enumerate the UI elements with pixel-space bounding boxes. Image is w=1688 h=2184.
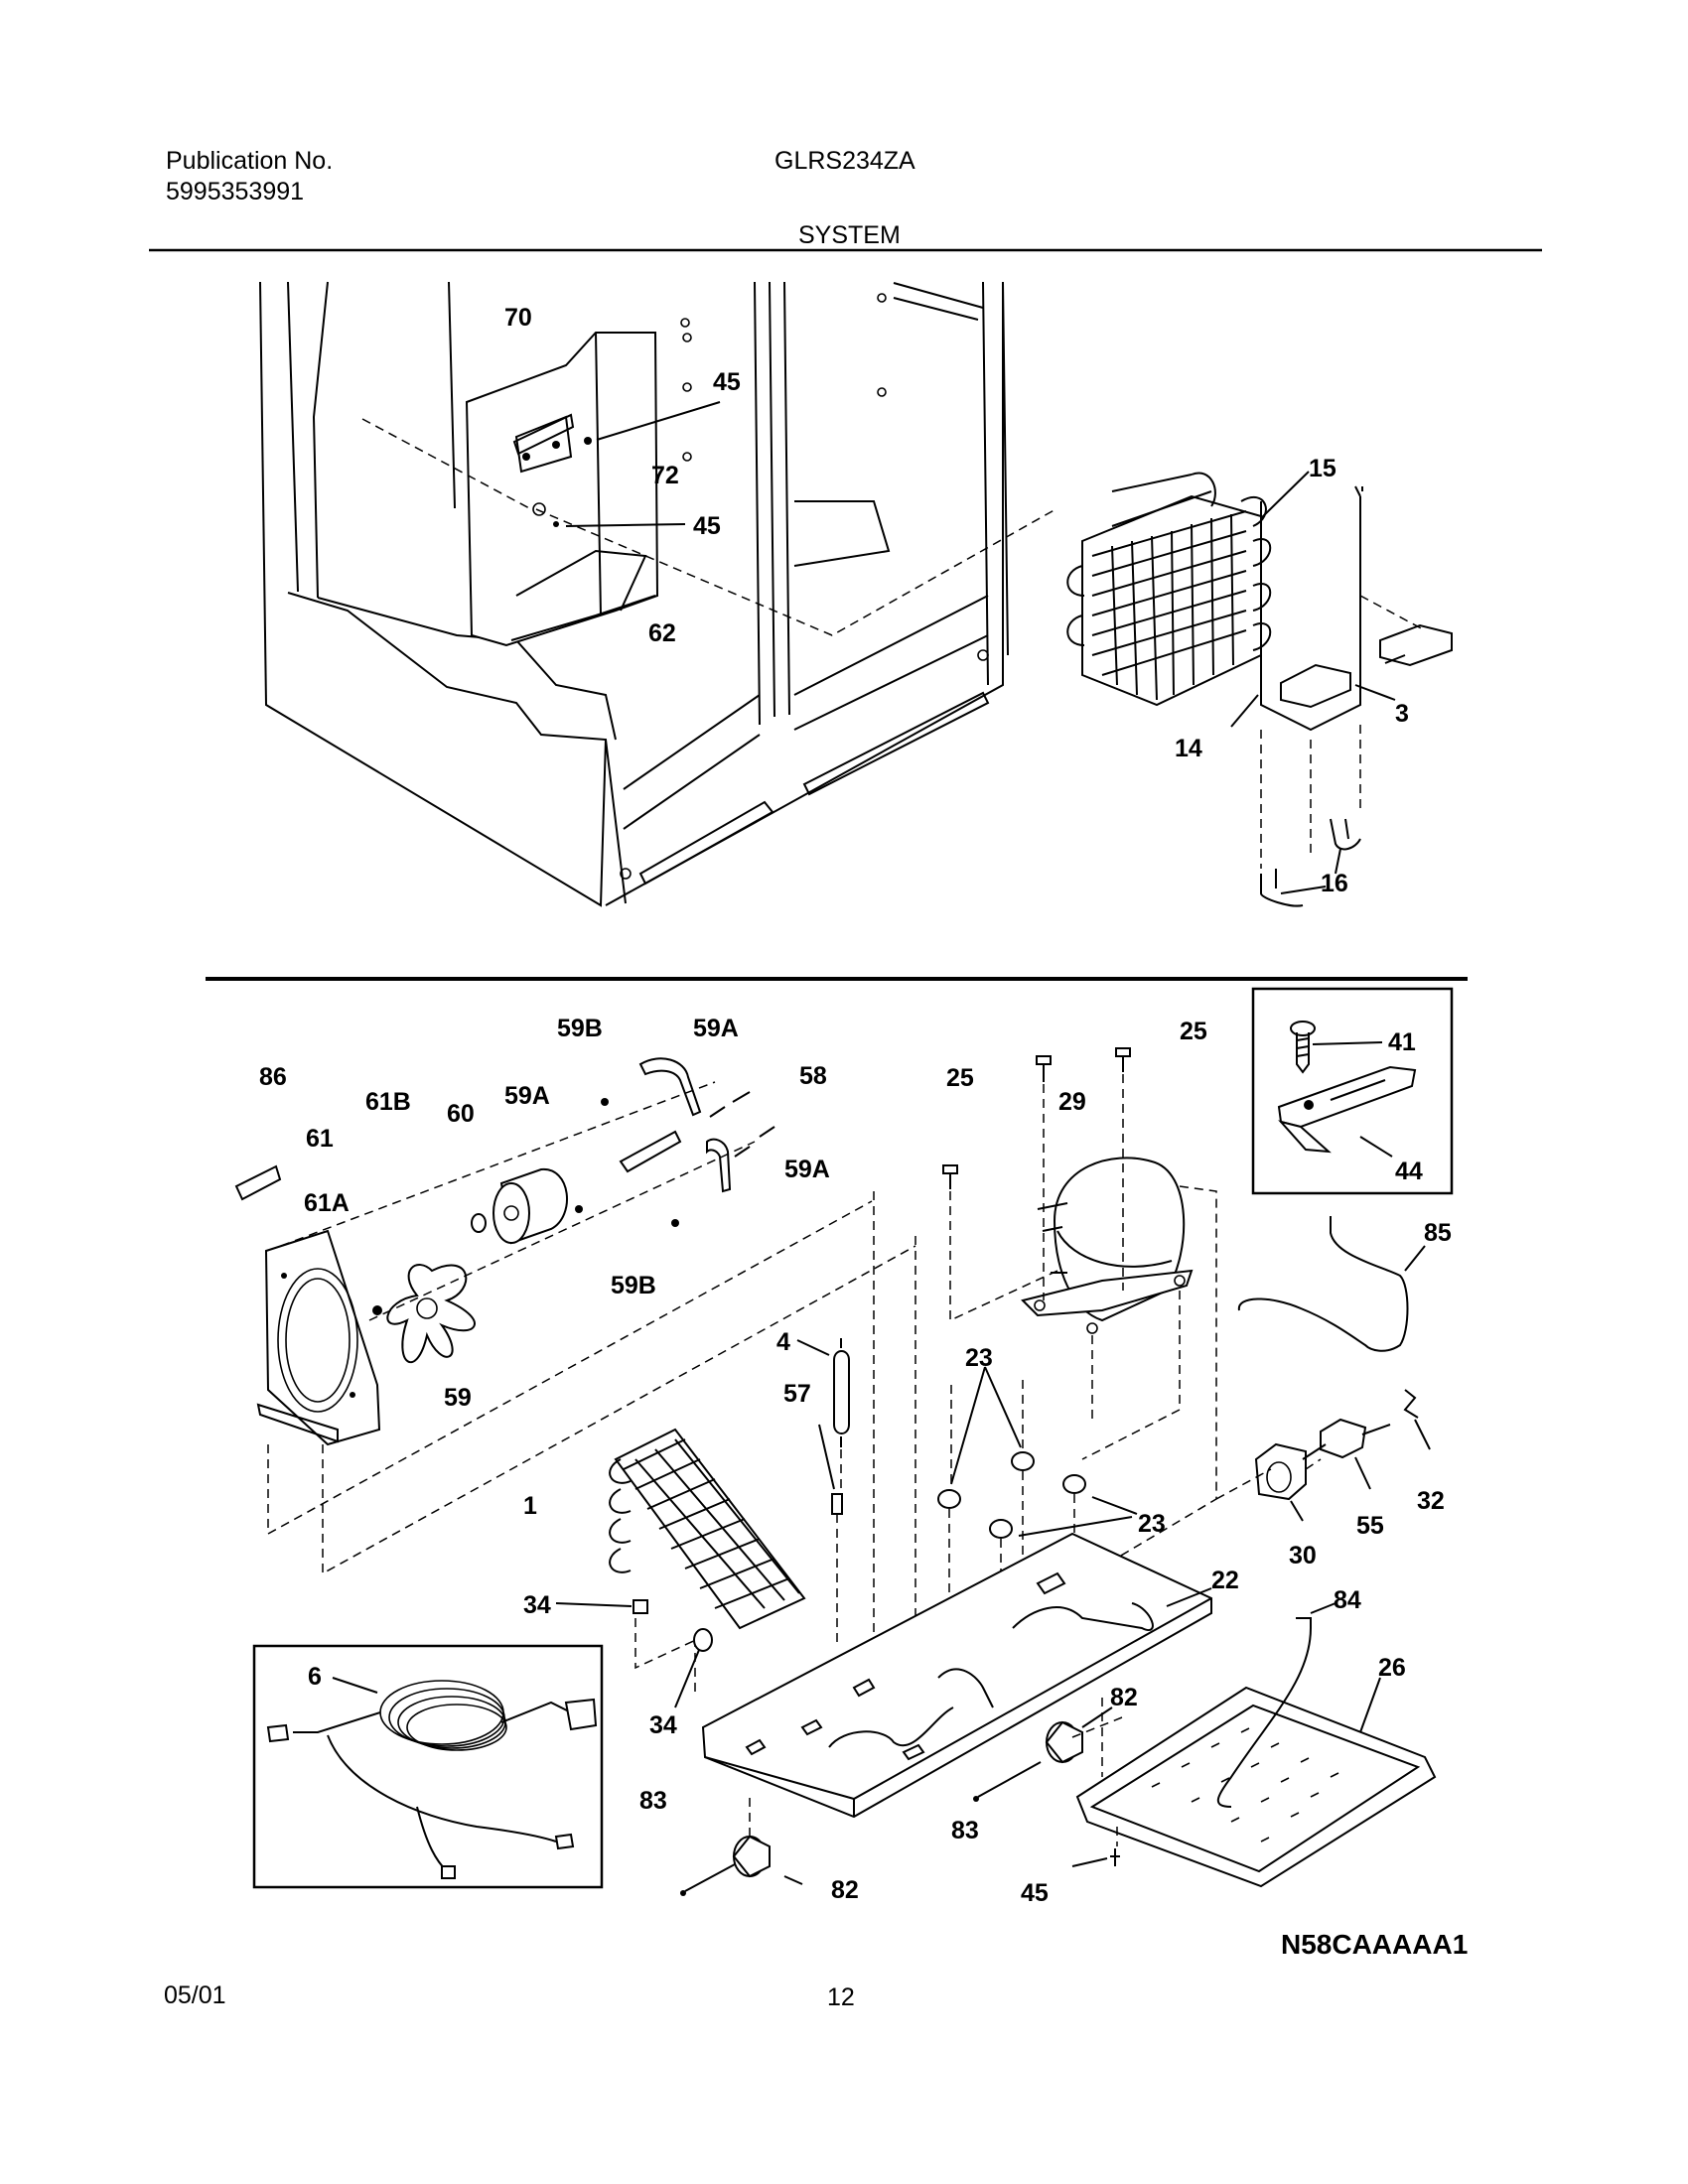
fan-blade-part-61 [386, 1264, 476, 1364]
base-pan-part-22 [701, 1532, 1212, 1819]
bracket-part-70 [512, 413, 592, 527]
callout-22: 22 [1211, 1567, 1239, 1594]
callout-30: 30 [1289, 1542, 1317, 1570]
diagram-code: N58CAAAAA1 [1281, 1929, 1468, 1960]
drain-tube-part-84 [1216, 1617, 1312, 1808]
footer-date: 05/01 [164, 1981, 226, 2009]
callout-82-left: 82 [831, 1876, 859, 1904]
callout-23-bottom: 23 [1138, 1510, 1166, 1538]
callout-4: 4 [776, 1328, 790, 1356]
callout-61: 61 [306, 1125, 334, 1153]
callout-14: 14 [1175, 735, 1202, 762]
motor-bracket-part-59a [619, 1057, 732, 1193]
compressor-part-29 [1021, 1157, 1194, 1334]
callout-25-left: 25 [946, 1064, 974, 1092]
callout-45-top: 45 [713, 368, 741, 396]
callout-59b-bottom: 59B [611, 1272, 656, 1299]
clip-part-34 [633, 1599, 648, 1614]
callout-55: 55 [1356, 1512, 1384, 1540]
screw-part-41 [1290, 1021, 1316, 1074]
block-part-3 [1280, 595, 1453, 709]
callout-23-top: 23 [965, 1344, 993, 1372]
inset-box-left [252, 1644, 604, 1889]
callout-60: 60 [447, 1100, 475, 1128]
callout-6: 6 [308, 1663, 322, 1691]
callout-15: 15 [1309, 455, 1336, 482]
fan-shroud-part-59 [256, 1229, 381, 1446]
callout-86: 86 [259, 1063, 287, 1091]
capillary-part-57 [831, 1493, 843, 1515]
evaporator-coil-part-15 [1066, 472, 1272, 707]
callout-1: 1 [523, 1492, 537, 1520]
liner-part-62 [465, 332, 659, 647]
model-number: GLRS234ZA [774, 147, 915, 175]
wire-part-85 [1237, 1216, 1409, 1352]
cover-part-32 [1403, 1389, 1419, 1419]
callout-45-mid: 45 [693, 512, 721, 540]
clip-part-34-b [693, 1628, 713, 1652]
screw-part-83 [680, 1761, 1042, 1896]
drain-pan-part-26 [1075, 1686, 1437, 1888]
callout-59a-top: 59A [693, 1015, 739, 1042]
foot-part-82 [732, 1720, 1083, 1878]
callout-62: 62 [648, 619, 676, 647]
callout-61a: 61A [304, 1189, 350, 1217]
callout-61b: 61B [365, 1088, 411, 1116]
clip-part-16 [1260, 818, 1361, 907]
callout-82-right: 82 [1110, 1684, 1138, 1711]
callout-25-right: 25 [1180, 1018, 1207, 1045]
callout-59b-top: 59B [557, 1015, 603, 1042]
page-number: 12 [827, 1983, 855, 2011]
drier-part-4 [833, 1338, 850, 1447]
callout-58: 58 [799, 1062, 827, 1090]
publication-number: 5995353991 [166, 178, 305, 205]
grommet-part-23 [937, 1451, 1086, 1539]
callout-59: 59 [444, 1384, 472, 1412]
inset-box-right [1251, 987, 1454, 1195]
power-cord-part-6 [266, 1680, 598, 1879]
callout-34-bottom: 34 [649, 1711, 677, 1739]
callout-83-right: 83 [951, 1817, 979, 1844]
cabinet [259, 281, 1009, 907]
section-title: SYSTEM [798, 221, 901, 249]
callout-26: 26 [1378, 1654, 1406, 1682]
heater-part-14 [1260, 485, 1363, 869]
callout-83-left: 83 [639, 1787, 667, 1815]
overload-part-55 [1320, 1418, 1367, 1459]
fan-motor-part-60 [471, 1167, 568, 1245]
callout-70: 70 [504, 304, 532, 332]
callout-3: 3 [1395, 700, 1409, 728]
clip-part-86 [234, 1164, 282, 1201]
callout-32: 32 [1417, 1487, 1445, 1515]
callout-59a-right: 59A [784, 1156, 830, 1183]
callout-85: 85 [1424, 1219, 1452, 1247]
condenser-coil-part-1 [609, 1428, 806, 1630]
callout-41: 41 [1388, 1028, 1416, 1056]
bracket-part-44 [1277, 1065, 1417, 1154]
callout-29: 29 [1058, 1088, 1086, 1116]
callout-59a-mid: 59A [504, 1082, 550, 1110]
bolt-part-25 [942, 1047, 1131, 1189]
callout-84: 84 [1334, 1586, 1361, 1614]
callout-72: 72 [651, 462, 679, 489]
callout-34-top: 34 [523, 1591, 551, 1619]
publication-label: Publication No. [166, 147, 334, 175]
callout-16: 16 [1321, 870, 1348, 897]
callout-57: 57 [783, 1380, 811, 1408]
screw-part-45-bottom [1110, 1848, 1120, 1866]
callout-45-bottom: 45 [1021, 1879, 1049, 1907]
relay-part-30 [1254, 1442, 1307, 1501]
callout-44: 44 [1395, 1158, 1423, 1185]
